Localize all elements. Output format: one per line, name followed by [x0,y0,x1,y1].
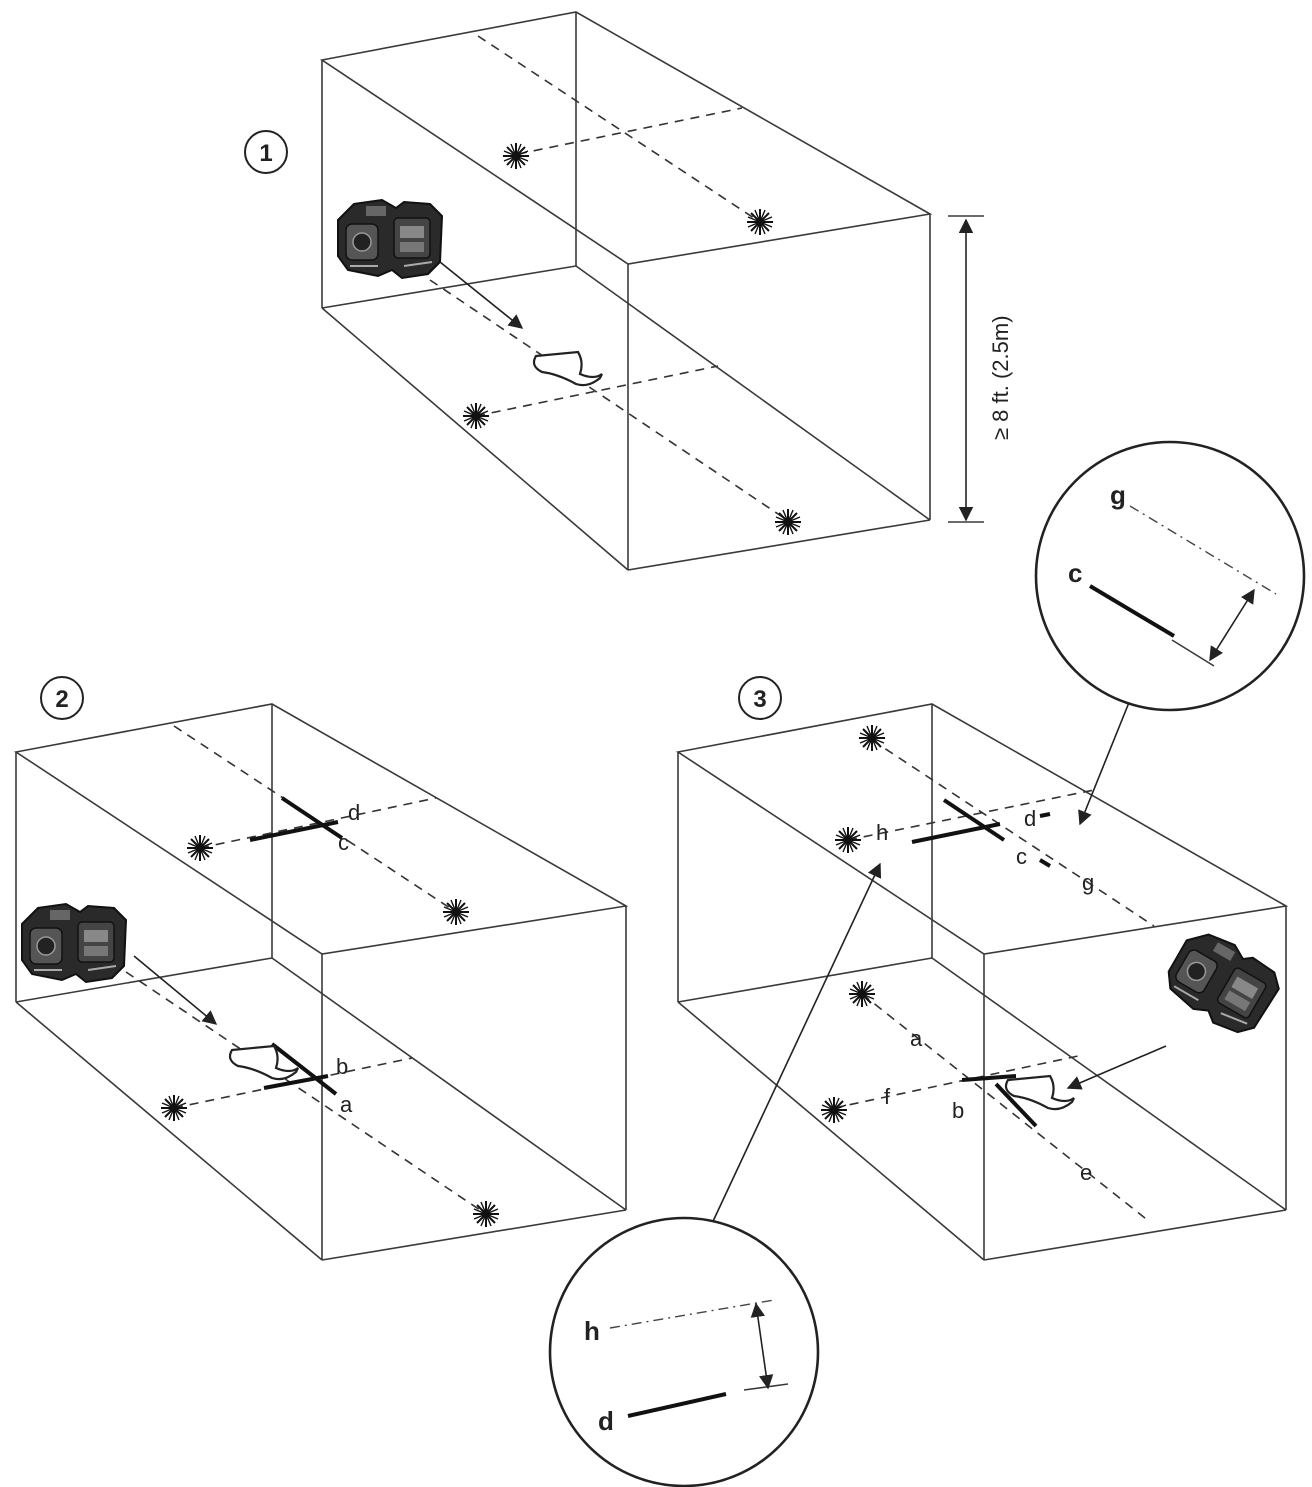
step-number: 2 [55,686,68,713]
laser-spot-icon [774,508,802,536]
mark-label-a: a [340,1092,353,1117]
mark-label-d: d [348,800,360,825]
laser-spot-icon [472,1200,500,1228]
laser-spot-icon [502,142,530,170]
step-1-badge: 1 [244,130,288,174]
mark-label-d: d [1024,806,1036,831]
mark-label-g: g [1082,870,1094,895]
detail-label-h: h [584,1316,600,1346]
mark-label-a: a [910,1026,923,1051]
step-3-badge: 3 [738,676,782,720]
floor-target-plate-icon [228,1044,300,1081]
detail-callout-h-d: h d [548,862,882,1487]
detail-label-g: g [1110,480,1126,510]
step-number: 1 [259,140,272,167]
height-dimension-label: ≥ 8 ft. (2.5m) [988,315,1013,440]
laser-spot-icon [820,1096,848,1124]
step-number: 3 [753,686,766,713]
detail-label-d: d [598,1406,614,1436]
floor-target-plate-icon [532,350,604,387]
laser-spot-icon [858,724,886,752]
laser-spot-icon [186,834,214,862]
laser-spot-icon [442,898,470,926]
laser-spot-icon [834,826,862,854]
mark-label-f: f [884,1084,891,1109]
laser-spot-icon [462,402,490,430]
laser-level-icon [1156,922,1288,1044]
step-2-room: d c b a [13,703,629,1261]
laser-spot-icon [746,208,774,236]
laser-level-icon [21,903,127,983]
mark-label-c: c [338,830,349,855]
mark-label-h: h [876,820,888,845]
detail-callout-g-c: g c [1034,440,1306,826]
mark-label-b: b [336,1054,348,1079]
step-1-room: ≥ 8 ft. (2.5m) [319,11,1013,571]
laser-spot-icon [848,980,876,1008]
mark-label-e: e [1080,1160,1092,1185]
detail-label-c: c [1068,558,1082,588]
step-2-badge: 2 [40,676,84,720]
step-3-room: h d c g a f b e [675,703,1289,1261]
laser-level-icon [337,199,443,279]
mark-label-c: c [1016,844,1027,869]
laser-spot-icon [160,1094,188,1122]
mark-label-b: b [952,1098,964,1123]
